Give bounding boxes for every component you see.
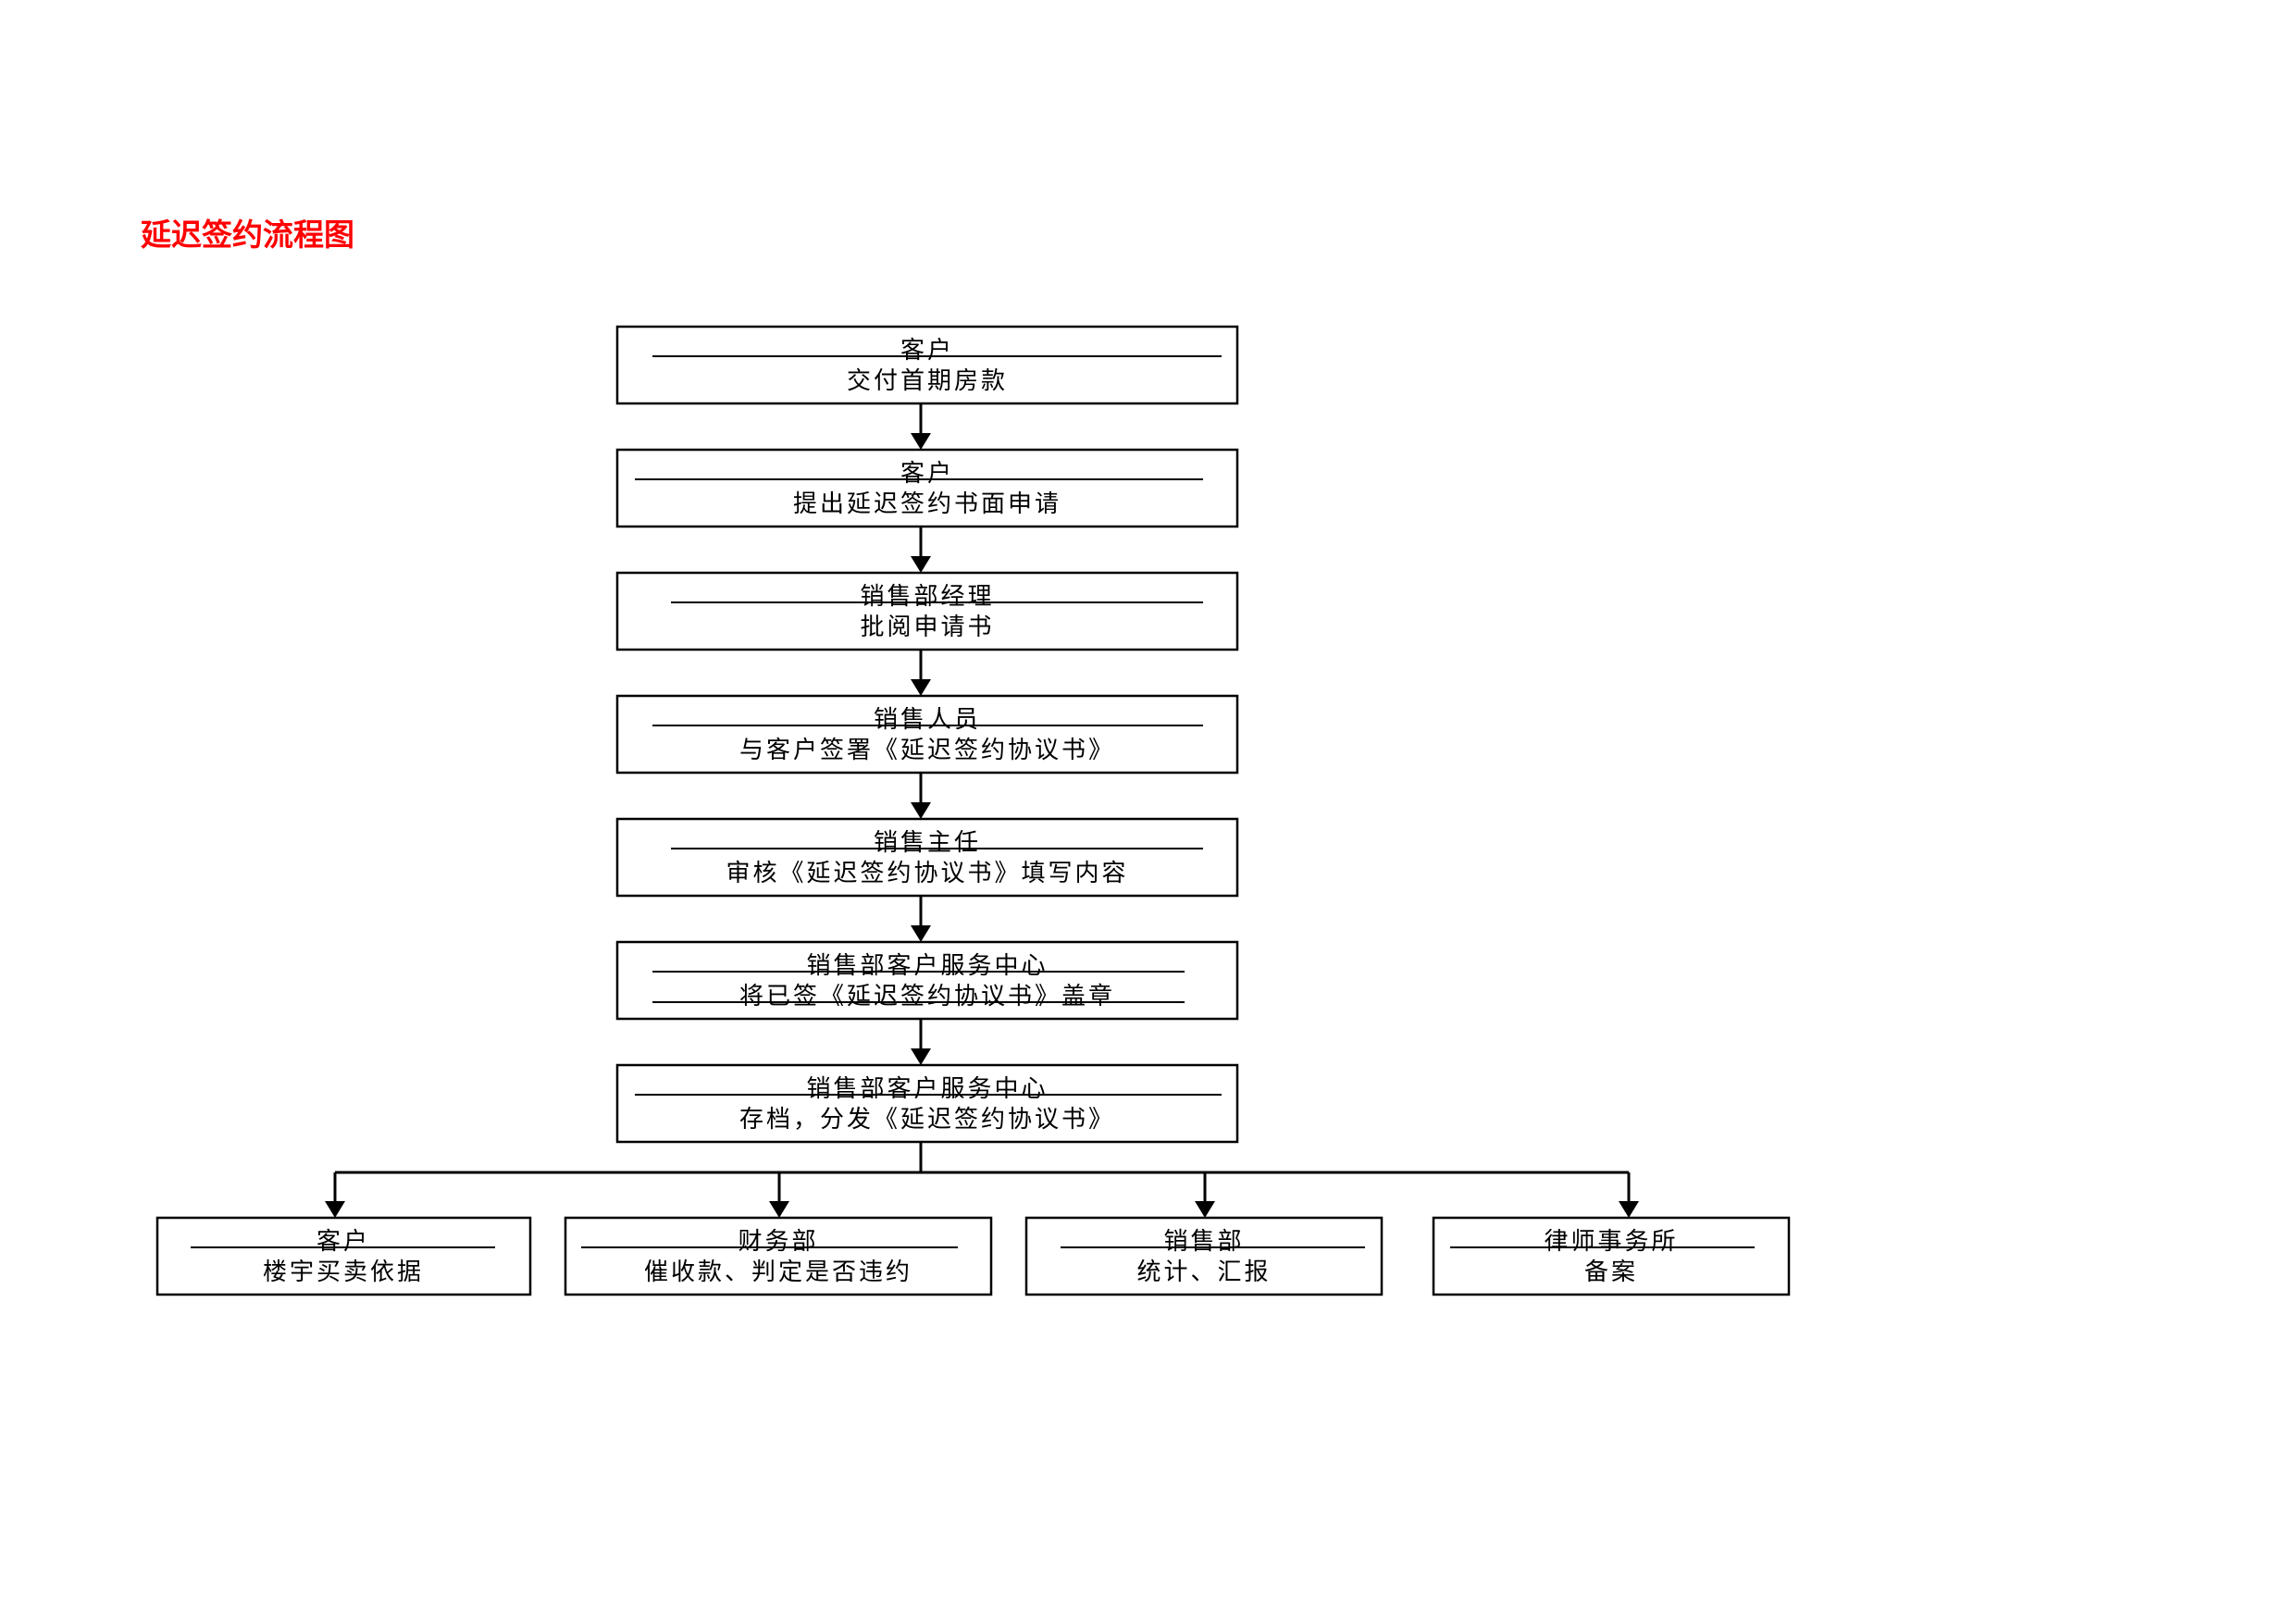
branch-box: 客户 楼宇买卖依据 [155,1216,532,1296]
branch-role: 律师事务所 [1544,1228,1678,1256]
step-box [615,325,1239,405]
flow-step: 销售主任 审核《延迟签约协议书》填写内容 [615,817,1239,898]
step-box [615,571,1239,651]
step-role: 销售主任 [874,829,981,857]
step-box [615,817,1239,898]
branch-box: 销售部 统计、汇报 [1024,1216,1384,1296]
step-action: 交付首期房款 [847,367,1008,395]
branch-box: 律师事务所 备案 [1432,1216,1791,1296]
flow-arrow [911,1019,931,1065]
branch-role: 客户 [316,1228,370,1256]
branch-box: 财务部 催收款、判定是否违约 [564,1216,993,1296]
step-role: 客户 [900,460,954,488]
step-action: 将已签《延迟签约协议书》盖章 [739,983,1115,1010]
step-action: 审核《延迟签约协议书》填写内容 [726,860,1128,887]
step-action: 与客户签署《延迟签约协议书》 [739,737,1115,764]
step-box [615,940,1239,1021]
flow-step: 销售部经理 批阅申请书 [615,571,1239,651]
flow-step: 销售人员 与客户签署《延迟签约协议书》 [615,694,1239,775]
step-role: 销售人员 [874,706,981,734]
flow-arrow [911,527,931,573]
branch-connector [325,1142,1639,1218]
step-action: 提出延迟签约书面申请 [793,490,1061,518]
branch-action: 统计、汇报 [1136,1258,1271,1286]
branch-action: 楼宇买卖依据 [263,1258,424,1286]
branch-rect [1432,1216,1791,1296]
flow-arrow [911,403,931,450]
step-role: 销售部客户服务中心 [806,952,1048,980]
step-role: 销售部经理 [860,583,994,611]
step-box [615,1063,1239,1144]
branch-role: 销售部 [1163,1228,1244,1256]
flow-step: 客户 交付首期房款 [615,325,1239,405]
step-action: 存档，分发《延迟签约协议书》 [739,1106,1115,1134]
step-box [615,448,1239,528]
flow-step: 销售部客户服务中心 将已签《延迟签约协议书》盖章 [615,940,1239,1021]
flow-arrow [911,650,931,696]
step-role: 客户 [900,337,954,365]
branch-action: 备案 [1584,1258,1638,1286]
step-role: 销售部客户服务中心 [806,1075,1048,1103]
step-action: 批阅申请书 [860,614,994,641]
step-box [615,694,1239,775]
branch-rect [155,1216,532,1296]
flow-arrow [911,773,931,819]
branch-rect [564,1216,993,1296]
flow-arrow [911,896,931,942]
flow-step: 销售部客户服务中心 存档，分发《延迟签约协议书》 [615,1063,1239,1144]
page-title: 延迟签约流程图 [141,217,354,253]
branch-rect [1024,1216,1384,1296]
branch-action: 催收款、判定是否违约 [644,1258,912,1286]
flow-step: 客户 提出延迟签约书面申请 [615,448,1239,528]
branch-role: 财务部 [738,1228,818,1256]
